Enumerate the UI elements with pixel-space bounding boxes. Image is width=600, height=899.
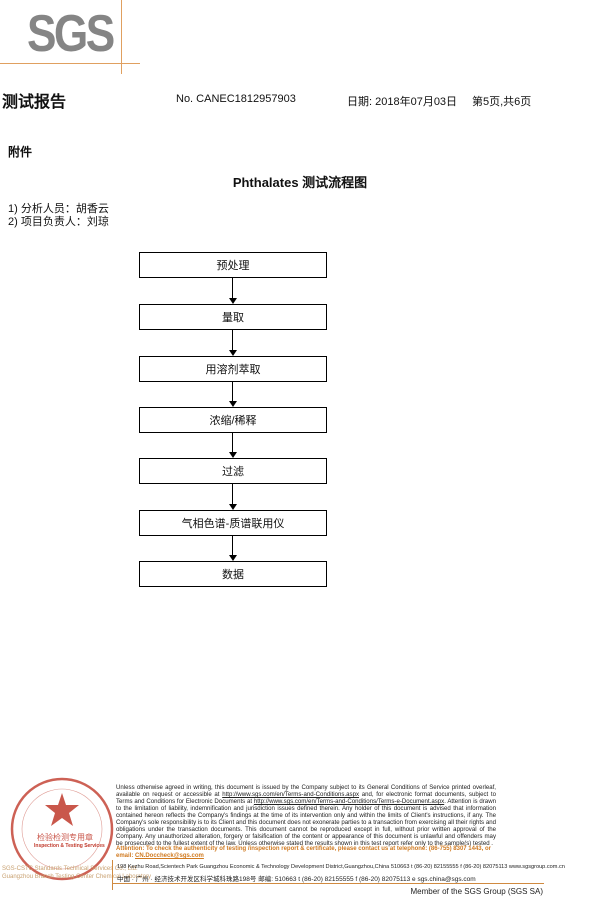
- flow-arrow-line: [232, 433, 233, 452]
- terms-link[interactable]: http://www.sgs.com/en/Terms-and-Conditio…: [222, 791, 360, 798]
- sgs-logo: SGS: [27, 5, 115, 63]
- page-indicator: 第5页,共6页: [472, 96, 532, 108]
- arrow-down-icon: [229, 504, 237, 510]
- official-stamp: [10, 777, 114, 881]
- flow-arrow-line: [232, 278, 233, 298]
- company-name: SGS-CSTC Standards Technical Services Co…: [2, 866, 138, 872]
- disclaimer-text: . Attention is drawn to the limitation o…: [116, 798, 496, 847]
- flow-step: 预处理: [139, 252, 327, 278]
- flow-arrow-line: [232, 330, 233, 350]
- arrow-down-icon: [229, 401, 237, 407]
- member-note: Member of the SGS Group (SGS SA): [410, 887, 544, 896]
- arrow-down-icon: [229, 298, 237, 304]
- address-en: 198 Kezhu Road,Scientech Park Guangzhou …: [117, 864, 565, 870]
- company-branch: Guangzhou Branch Testing Center Chemical…: [2, 874, 151, 880]
- disclaimer-text: and, for electronic format documents, su…: [116, 791, 496, 805]
- arrow-down-icon: [229, 350, 237, 356]
- disclaimer: Unless otherwise agreed in writing, this…: [116, 784, 496, 847]
- footer-rule-vertical: [112, 860, 113, 890]
- doccheck-email-link[interactable]: CN.Doccheck@sgs.com: [135, 853, 204, 859]
- flow-step: 用溶剂萃取: [139, 356, 327, 382]
- flow-step: 过滤: [139, 458, 327, 484]
- flow-title: Phthalates 测试流程图: [232, 175, 368, 190]
- arrow-down-icon: [229, 555, 237, 561]
- address-cn: 中国 · 广州 · 经济技术开发区科学城科珠路198号 邮编: 510663 t…: [117, 876, 476, 883]
- analyst: 1) 分析人员：胡香云: [8, 203, 109, 215]
- flow-step: 气相色谱-质谱联用仪: [139, 510, 327, 536]
- flow-arrow-line: [232, 536, 233, 555]
- disclaimer-text: Unless otherwise agreed in writing, this…: [116, 784, 496, 798]
- flow-arrow-line: [232, 484, 233, 504]
- flow-step: 量取: [139, 304, 327, 330]
- report-number: No. CANEC1812957903: [176, 93, 296, 105]
- flow-arrow-line: [232, 382, 233, 401]
- footer-rule: [112, 883, 544, 884]
- attention-note: Attention: To check the authenticity of …: [116, 846, 496, 860]
- logo-rule-vertical: [121, 0, 122, 74]
- flow-step: 浓缩/稀释: [139, 407, 327, 433]
- e-terms-link[interactable]: http://www.sgs.com/en/Terms-and-Conditio…: [253, 798, 445, 805]
- stamp-subtext: Inspection & Testing Services: [34, 843, 105, 849]
- section-label: 附件: [8, 145, 33, 159]
- logo-rule-horizontal: [0, 63, 140, 64]
- attention-text: Attention: To check the authenticity of …: [116, 846, 491, 859]
- stamp-text: 检验检测专用章: [37, 833, 93, 842]
- report-title: 测试报告: [2, 94, 67, 111]
- flow-step: 数据: [139, 561, 327, 587]
- report-date: 日期: 2018年07月03日: [347, 96, 458, 108]
- star-icon: [45, 793, 79, 826]
- project-lead: 2) 项目负责人：刘琼: [8, 216, 109, 228]
- arrow-down-icon: [229, 452, 237, 458]
